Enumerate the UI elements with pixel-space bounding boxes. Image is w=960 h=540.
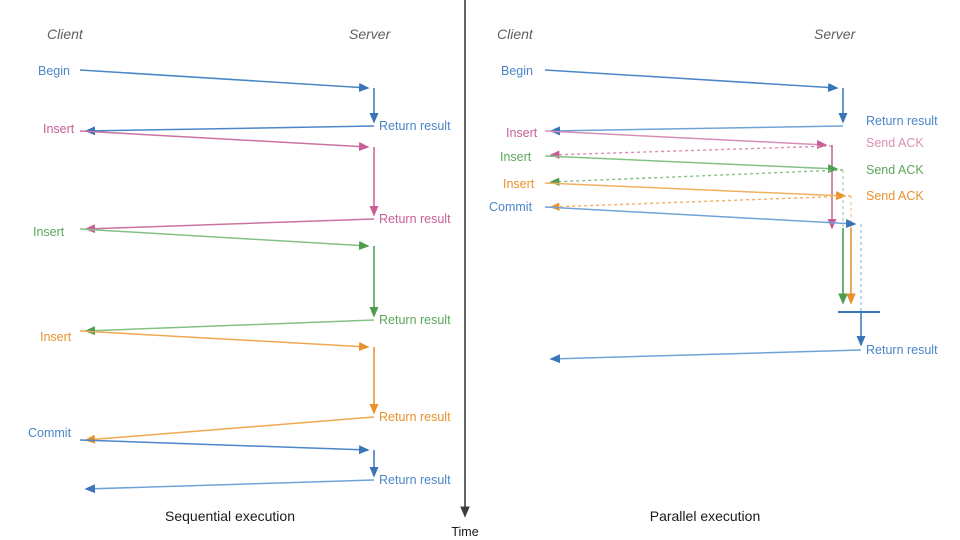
arrow-commit-request	[79, 439, 370, 455]
panel-parallel: Client Server	[489, 26, 938, 524]
client-label-insert-3-parallel: Insert	[503, 177, 535, 191]
arrow-insert2-response	[84, 319, 375, 336]
arrow-insert2-request-parallel	[544, 155, 839, 174]
arrow-insert3-request	[79, 330, 370, 351]
time-axis-label: Time	[451, 525, 478, 539]
client-label-insert-1: Insert	[43, 122, 75, 136]
server-label-return-5: Return result	[379, 473, 451, 487]
actor-header-server-parallel: Server	[814, 26, 857, 42]
arrow-begin-request-parallel	[544, 69, 839, 92]
arrow-insert1-response	[84, 218, 375, 234]
panel-caption-parallel: Parallel execution	[650, 508, 761, 524]
server-label-return-1: Return result	[379, 119, 451, 133]
arrow-begin-request	[79, 69, 370, 92]
server-label-return-1-parallel: Return result	[866, 114, 938, 128]
client-label-begin: Begin	[38, 64, 70, 78]
client-label-insert-2: Insert	[33, 225, 65, 239]
client-label-insert-1-parallel: Insert	[506, 126, 538, 140]
arrow-insert1-request	[79, 130, 370, 151]
arrow-insert1-request-parallel	[544, 130, 828, 150]
arrow-commit-response	[84, 479, 375, 494]
arrow-ack1-dotted	[549, 145, 833, 159]
arrow-begin-response-parallel	[549, 125, 844, 136]
client-label-commit-parallel: Commit	[489, 200, 533, 214]
arrow-insert3-request-parallel	[544, 182, 847, 201]
server-label-ack-1: Send ACK	[866, 136, 924, 150]
actor-header-client-parallel: Client	[497, 26, 534, 42]
message-begin	[79, 69, 370, 92]
server-label-ack-2: Send ACK	[866, 163, 924, 177]
arrow-insert2-request	[79, 228, 370, 250]
arrow-commit-response-parallel	[549, 349, 862, 364]
server-label-ack-3: Send ACK	[866, 189, 924, 203]
client-labels-sequential: Begin Insert Insert Insert Commit	[28, 64, 75, 440]
client-label-commit: Commit	[28, 426, 72, 440]
server-label-return-4: Return result	[379, 410, 451, 424]
arrow-commit-request-parallel	[544, 206, 857, 229]
actor-header-client: Client	[47, 26, 84, 42]
server-label-return-2: Return result	[379, 212, 451, 226]
arrow-insert3-response	[84, 416, 375, 444]
client-labels-parallel: Begin Insert Insert Insert Commit	[489, 64, 538, 214]
panel-caption-sequential: Sequential execution	[165, 508, 295, 524]
actor-header-server: Server	[349, 26, 392, 42]
client-label-insert-2-parallel: Insert	[500, 150, 532, 164]
client-label-begin-parallel: Begin	[501, 64, 533, 78]
arrow-ack3-dotted	[549, 195, 852, 211]
server-labels-sequential: Return result Return result Return resul…	[379, 119, 451, 487]
client-label-insert-3: Insert	[40, 330, 72, 344]
arrow-ack2-dotted	[549, 169, 844, 186]
server-label-return-3: Return result	[379, 313, 451, 327]
panel-sequential: Client Server	[28, 26, 451, 524]
arrow-begin-response	[84, 125, 375, 136]
server-label-return-2-parallel: Return result	[866, 343, 938, 357]
server-labels-parallel: Return result Send ACK Send ACK Send ACK…	[866, 114, 938, 357]
